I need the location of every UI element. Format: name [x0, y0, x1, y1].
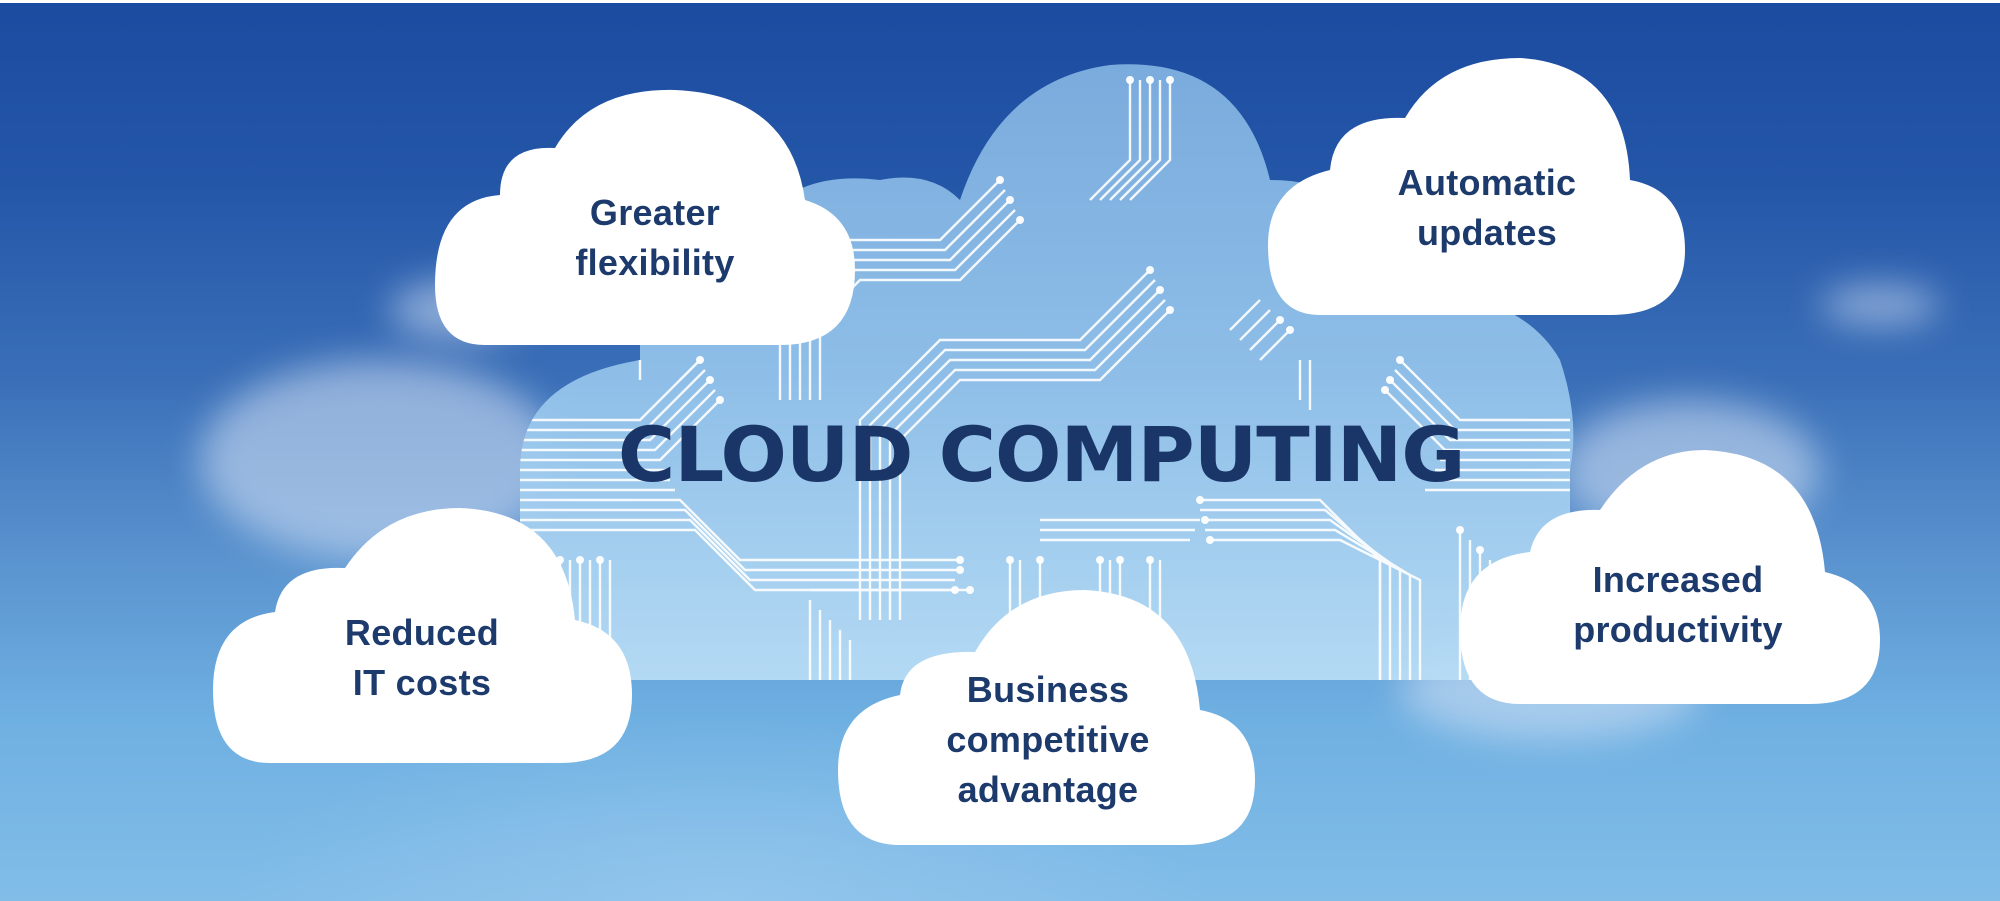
benefit-line: updates [1416, 212, 1558, 253]
cloud-automatic-updates [1268, 58, 1685, 315]
main-title: CLOUD COMPUTING [617, 410, 1466, 499]
benefit-line: Business [966, 669, 1130, 710]
benefit-line: competitive [946, 719, 1150, 760]
benefit-line: advantage [957, 769, 1139, 810]
benefit-line: flexibility [575, 242, 735, 283]
cloud-business-competitive-advantage [838, 590, 1255, 845]
cloud-reduced-it-costs [213, 508, 632, 763]
benefit-greater-flexibility: Greater flexibility [545, 188, 765, 288]
benefit-increased-productivity: Increased productivity [1538, 555, 1818, 655]
benefit-line: Greater [589, 192, 721, 233]
benefit-line: Increased [1592, 559, 1764, 600]
benefit-line: productivity [1573, 609, 1783, 650]
benefit-line: Reduced [344, 612, 500, 653]
benefit-line: IT costs [352, 662, 492, 703]
top-border [0, 0, 2000, 3]
benefit-line: Automatic [1397, 162, 1577, 203]
benefit-automatic-updates: Automatic updates [1367, 158, 1607, 258]
benefit-business-competitive-advantage: Business competitive advantage [918, 665, 1178, 815]
cloud-greater-flexibility [435, 89, 855, 345]
cloud-increased-productivity [1460, 450, 1880, 704]
benefit-reduced-it-costs: Reduced IT costs [312, 608, 532, 708]
haze-cloud-far-right [1820, 285, 1940, 325]
